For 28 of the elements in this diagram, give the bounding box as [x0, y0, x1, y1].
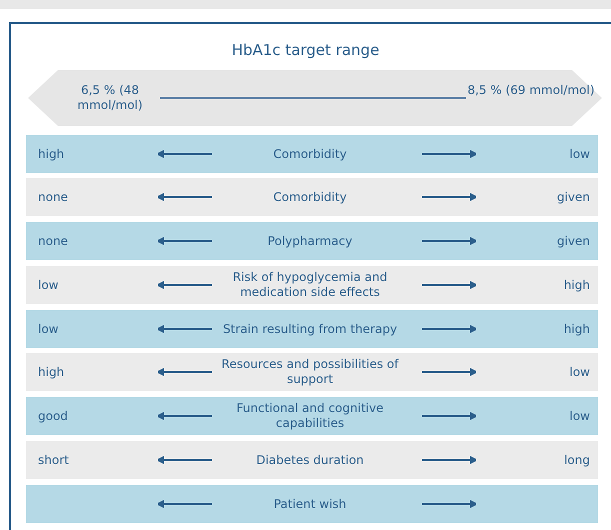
cell-text: low	[570, 409, 590, 424]
cell-text: low	[38, 322, 58, 337]
cell-text: high	[564, 322, 590, 337]
cell-text: Functional and cognitive capabilities	[236, 401, 384, 431]
cell-text: short	[38, 453, 69, 468]
cell-text: Patient wish	[272, 497, 348, 512]
cell-text: Risk of hypoglycemia and medication side effects	[232, 270, 388, 300]
cell-text: high	[564, 278, 590, 293]
cell-text: given	[556, 234, 590, 249]
cell-text: Comorbidity	[272, 190, 348, 205]
cell-text: Comorbidity	[272, 147, 348, 162]
cell-text: low	[38, 278, 58, 293]
cell-text: Polypharmacy	[266, 234, 354, 249]
cell-text: high	[38, 365, 64, 380]
cell-text: high	[38, 147, 64, 162]
cell-text: none	[38, 190, 68, 205]
cell-text: low	[570, 147, 590, 162]
range-value: 6,5 % (48 mmol/mol)	[76, 83, 144, 113]
cell-text: low	[570, 365, 590, 380]
cell-text: good	[38, 409, 68, 424]
cell-text: Diabetes duration	[255, 453, 365, 468]
cell-text: none	[38, 234, 68, 249]
cell-text: Strain resulting from therapy	[222, 322, 398, 337]
cell-text: long	[564, 453, 590, 468]
range-value: 8,5 % (69 mmol/mol)	[466, 83, 596, 98]
cell-text: Resources and possibilities of support	[220, 357, 400, 387]
title: HbA1c target range	[230, 40, 380, 60]
cell-text: given	[556, 190, 590, 205]
